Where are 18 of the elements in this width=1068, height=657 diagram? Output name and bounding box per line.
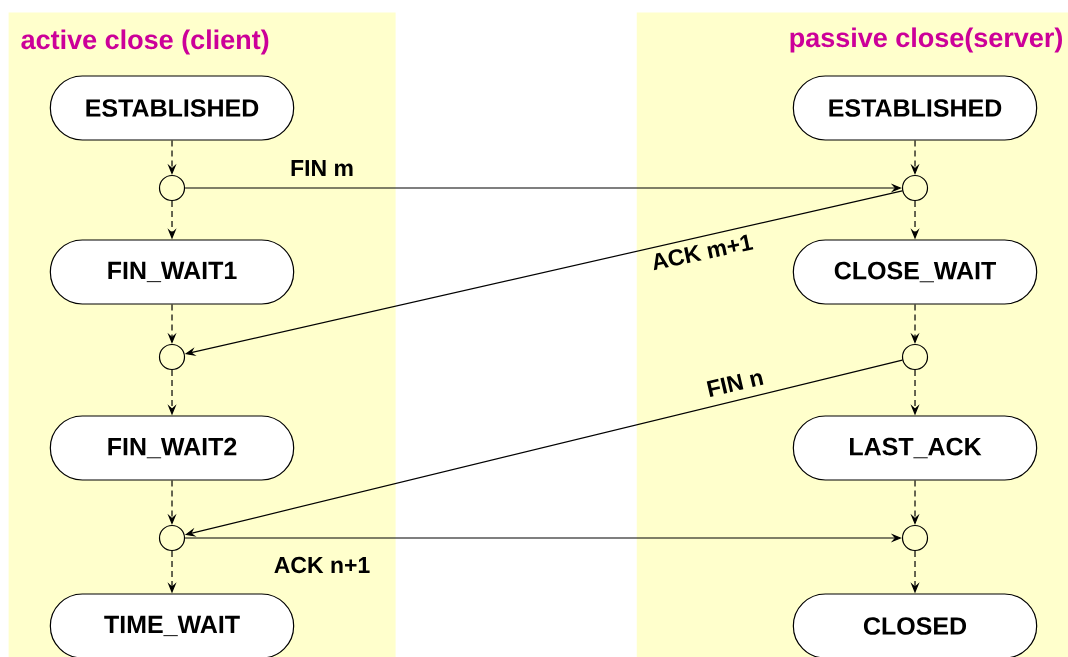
edge-label: FIN m bbox=[291, 160, 353, 176]
junction-circle bbox=[158, 524, 186, 552]
edge-label: ACK n+1 bbox=[274, 556, 370, 574]
edge-label: ACK m+1 bbox=[653, 234, 754, 271]
state-box: LAST_ACK bbox=[792, 415, 1038, 481]
junction-circle bbox=[901, 524, 929, 552]
state-box: TIME_WAIT bbox=[49, 593, 295, 657]
junction-circle bbox=[158, 174, 186, 202]
junction-circle bbox=[158, 343, 186, 371]
state-box: FIN_WAIT1 bbox=[49, 239, 295, 305]
state-box: ESTABLISHED bbox=[792, 75, 1038, 141]
edge-label: FIN n bbox=[706, 373, 764, 397]
state-box: FIN_WAIT2 bbox=[49, 415, 295, 481]
junction-circle bbox=[901, 174, 929, 202]
junction-circle bbox=[901, 343, 929, 371]
state-box: ESTABLISHED bbox=[49, 75, 295, 141]
state-box: CLOSED bbox=[792, 593, 1038, 657]
state-box: CLOSE_WAIT bbox=[792, 239, 1038, 305]
